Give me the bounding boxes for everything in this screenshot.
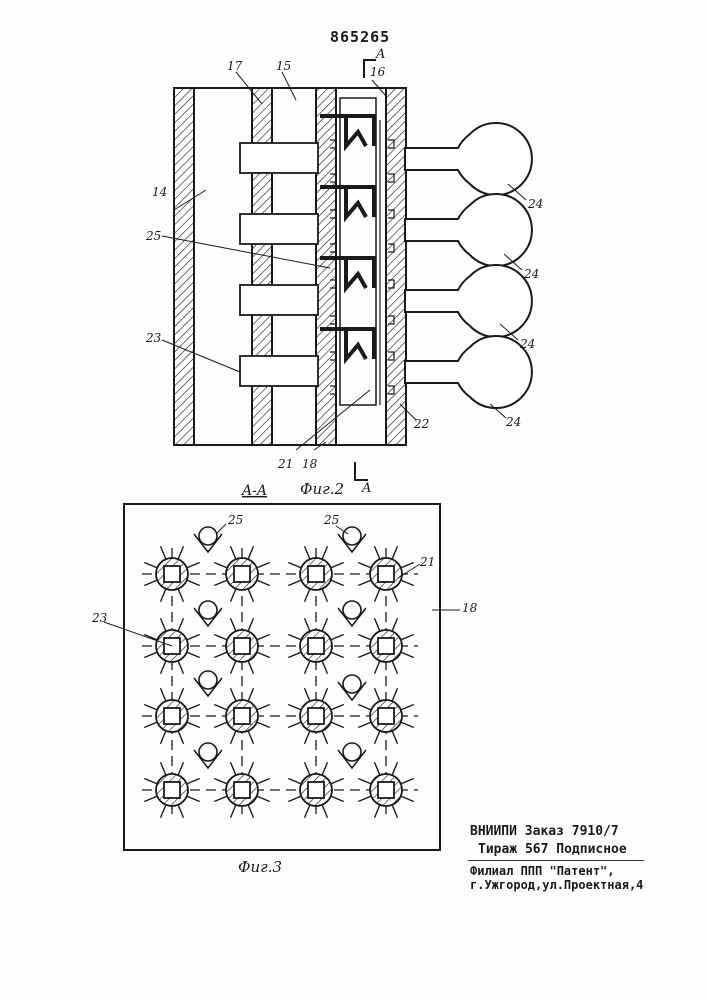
fig3-pin-23 <box>378 566 394 582</box>
fig3-pin-23 <box>308 638 324 654</box>
fig3-pin-23 <box>378 782 394 798</box>
fig3-pin-23 <box>308 782 324 798</box>
fig3-pin-23 <box>234 566 250 582</box>
label-22: 22 <box>413 417 429 431</box>
label-25-b: 25 <box>323 513 339 527</box>
fig3-element-25 <box>194 743 222 768</box>
fig3-element-25 <box>338 527 366 552</box>
imprint-line-2: Тираж 567 Подписное <box>478 842 627 857</box>
pin-23 <box>240 214 318 244</box>
label-21: 21 <box>277 457 293 471</box>
label-15: 15 <box>276 59 291 73</box>
wall-14-left <box>174 88 194 445</box>
label-23: 23 <box>145 331 162 345</box>
fig3-pin-23 <box>234 638 250 654</box>
wall-16 <box>386 88 406 445</box>
fig3-pin-23 <box>164 566 180 582</box>
label-24-d: 24 <box>505 415 521 429</box>
label-18: 18 <box>302 457 318 471</box>
fig3-grid <box>142 527 418 820</box>
fig3-pin-23 <box>234 708 250 724</box>
imprint-line-1: ВНИИПИ Заказ 7910/7 <box>470 824 619 839</box>
label-25: 25 <box>145 229 161 243</box>
fig3-labels: 23 21 18 25 25 <box>91 513 478 625</box>
label-24-c: 24 <box>519 337 535 351</box>
wall-17 <box>252 88 272 445</box>
label-25-a: 25 <box>227 513 243 527</box>
fig3-pin-23 <box>308 566 324 582</box>
imprint-line-4: г.Ужгород,ул.Проектная,4 <box>470 878 643 892</box>
label-24-b: 24 <box>523 267 539 281</box>
bulb-24 <box>405 336 532 408</box>
fig3-element-25 <box>338 675 366 700</box>
fig3-pin-23 <box>164 708 180 724</box>
fig2-caption: Фиг.2 <box>300 480 344 498</box>
fig3-pin-23 <box>308 708 324 724</box>
bulb-24 <box>405 194 532 266</box>
label-24-a: 24 <box>527 197 543 211</box>
fig3-element-25 <box>194 601 222 626</box>
label-21: 21 <box>419 555 435 569</box>
fig3-pin-23 <box>234 782 250 798</box>
label-14: 14 <box>152 185 167 199</box>
fig3-pin-23 <box>164 782 180 798</box>
fig3-caption: Фиг.3 <box>238 858 282 876</box>
pin-23 <box>240 285 318 315</box>
bulb-24 <box>405 265 532 337</box>
label-23: 23 <box>91 611 108 625</box>
fig3-pin-23 <box>378 708 394 724</box>
pin-23 <box>240 356 318 386</box>
fig3-leaders <box>104 524 460 646</box>
fig2-frame <box>174 88 405 445</box>
section-mark-bottom <box>355 462 368 480</box>
bulb-24 <box>405 123 532 195</box>
fig3-element-25 <box>194 527 222 552</box>
label-18: 18 <box>462 601 478 615</box>
fig3-element-25 <box>338 743 366 768</box>
fig3-element-25 <box>194 671 222 696</box>
label-16: 16 <box>370 65 386 79</box>
section-letter-top: A <box>375 47 385 62</box>
imprint-line-3: Филиал ППП "Патент", <box>470 864 615 878</box>
imprint-divider <box>468 860 644 861</box>
fig3-pin-23 <box>378 638 394 654</box>
label-17: 17 <box>227 59 243 73</box>
bulbs-24 <box>405 123 532 408</box>
section-letter-bottom: A <box>361 481 371 496</box>
fig2-section-view <box>162 60 532 480</box>
fig3-element-25 <box>338 601 366 626</box>
pin-23 <box>240 143 318 173</box>
wall-18 <box>316 88 336 445</box>
fig3-section-title: A-A <box>240 483 267 499</box>
